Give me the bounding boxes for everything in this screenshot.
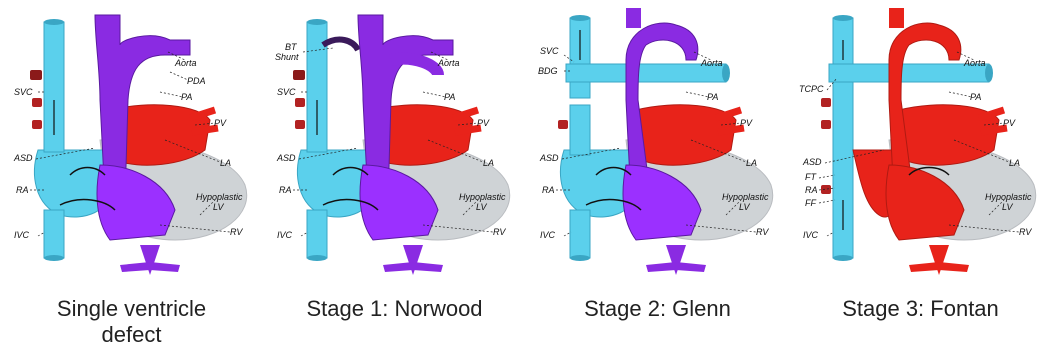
caption-panel-1: Single ventricle defect bbox=[0, 296, 263, 348]
label-asd: ASD bbox=[13, 153, 33, 163]
label-svc: SVC bbox=[14, 87, 33, 97]
label-rv: RV bbox=[230, 227, 243, 237]
heart-diagram-1: Aorta PDA PA SVC PV LA ASD RA Hypoplasti… bbox=[0, 0, 263, 290]
label-pa: PA bbox=[970, 92, 981, 102]
caption-panel-3: Stage 2: Glenn bbox=[526, 296, 789, 322]
label-bdg: BDG bbox=[538, 66, 558, 76]
label-shunt: Shunt bbox=[275, 52, 299, 62]
label-ff: FF bbox=[805, 198, 816, 208]
label-la: LA bbox=[220, 158, 231, 168]
label-ra: RA bbox=[279, 185, 292, 195]
panel-fontan: TCPC Aorta PA PV LA ASD FT RA FF Hypopla… bbox=[789, 0, 1052, 363]
label-pa: PA bbox=[181, 92, 192, 102]
ivc-vessel bbox=[307, 210, 327, 258]
label-pv: PV bbox=[214, 118, 227, 128]
caption-line-1: Single ventricle bbox=[0, 296, 263, 322]
label-hypoplastic: Hypoplastic bbox=[459, 192, 506, 202]
label-ft: FT bbox=[805, 172, 817, 182]
label-aorta: Aorta bbox=[700, 58, 723, 68]
panel-norwood: BT Shunt Aorta PA SVC PV LA ASD RA Hypop… bbox=[263, 0, 526, 363]
label-pa: PA bbox=[707, 92, 718, 102]
label-svc: SVC bbox=[277, 87, 296, 97]
label-ra: RA bbox=[16, 185, 29, 195]
label-pv: PV bbox=[477, 118, 490, 128]
label-la: LA bbox=[1009, 158, 1020, 168]
panel-single-ventricle: Aorta PDA PA SVC PV LA ASD RA Hypoplasti… bbox=[0, 0, 263, 363]
label-asd: ASD bbox=[802, 157, 822, 167]
label-la: LA bbox=[483, 158, 494, 168]
heart-diagram-3: SVC BDG Aorta PA PV LA ASD RA Hypoplasti… bbox=[526, 0, 789, 290]
label-bt: BT bbox=[285, 42, 298, 52]
label-lv: LV bbox=[1002, 202, 1014, 212]
label-hypoplastic: Hypoplastic bbox=[985, 192, 1032, 202]
label-la: LA bbox=[746, 158, 757, 168]
caption-line-1: Stage 1: Norwood bbox=[263, 296, 526, 322]
ivc-vessel bbox=[570, 210, 590, 258]
label-ra: RA bbox=[542, 185, 555, 195]
label-lv: LV bbox=[476, 202, 488, 212]
label-asd: ASD bbox=[276, 153, 296, 163]
caption-panel-4: Stage 3: Fontan bbox=[789, 296, 1052, 322]
label-ivc: IVC bbox=[277, 230, 293, 240]
label-hypoplastic: Hypoplastic bbox=[722, 192, 769, 202]
label-ivc: IVC bbox=[540, 230, 556, 240]
label-ivc: IVC bbox=[14, 230, 30, 240]
ivc-vessel bbox=[44, 210, 64, 258]
label-pv: PV bbox=[1003, 118, 1016, 128]
label-rv: RV bbox=[756, 227, 769, 237]
label-ivc: IVC bbox=[803, 230, 819, 240]
label-lv: LV bbox=[739, 202, 751, 212]
label-lv: LV bbox=[213, 202, 225, 212]
label-svc: SVC bbox=[540, 46, 559, 56]
label-hypoplastic: Hypoplastic bbox=[196, 192, 243, 202]
label-rv: RV bbox=[1019, 227, 1032, 237]
heart-diagram-2: BT Shunt Aorta PA SVC PV LA ASD RA Hypop… bbox=[263, 0, 526, 290]
panel-glenn: SVC BDG Aorta PA PV LA ASD RA Hypoplasti… bbox=[526, 0, 789, 363]
label-ra: RA bbox=[805, 185, 818, 195]
label-rv: RV bbox=[493, 227, 506, 237]
heart-diagram-4: TCPC Aorta PA PV LA ASD FT RA FF Hypopla… bbox=[789, 0, 1052, 290]
caption-panel-2: Stage 1: Norwood bbox=[263, 296, 526, 322]
label-pa: PA bbox=[444, 92, 455, 102]
label-aorta: Aorta bbox=[963, 58, 986, 68]
label-asd: ASD bbox=[539, 153, 559, 163]
label-aorta: Aorta bbox=[174, 58, 197, 68]
caption-line-1: Stage 3: Fontan bbox=[789, 296, 1052, 322]
label-pda: PDA bbox=[187, 76, 206, 86]
label-aorta: Aorta bbox=[437, 58, 460, 68]
label-pv: PV bbox=[740, 118, 753, 128]
caption-line-1: Stage 2: Glenn bbox=[526, 296, 789, 322]
caption-line-2: defect bbox=[0, 322, 263, 348]
label-tcpc: TCPC bbox=[799, 84, 824, 94]
